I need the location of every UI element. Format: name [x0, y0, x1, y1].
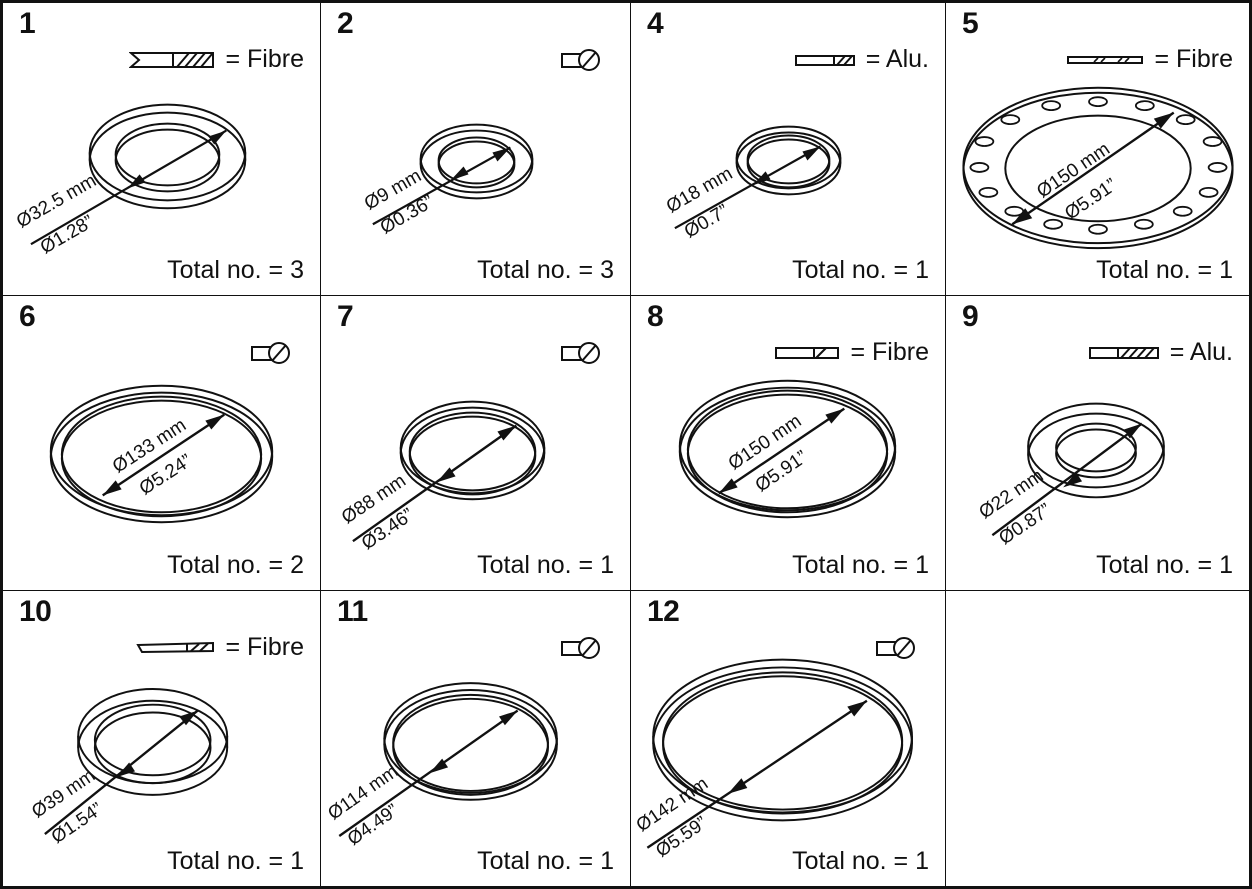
o-ring-cord-icon [560, 340, 604, 366]
part-number: 10 [19, 595, 52, 628]
part-cell[interactable]: 10 = Fibre [3, 591, 321, 886]
parts-grid: 1 = Fibre [3, 3, 1249, 886]
part-number: 7 [337, 300, 354, 333]
material-legend: = Fibre [129, 47, 304, 72]
part-number: 11 [337, 595, 368, 628]
dim-in: Ø5.24” [136, 450, 196, 499]
o-ring-cord-icon [250, 340, 294, 366]
dim-in: Ø1.28” [37, 211, 98, 258]
part-cell[interactable]: 8 = Fibre [631, 296, 946, 591]
part-cell[interactable]: 6 [3, 296, 321, 591]
material-legend [560, 47, 614, 73]
dim-mm: Ø18 mm [663, 163, 736, 217]
material-label: = Fibre [225, 45, 304, 73]
material-label: = Fibre [850, 338, 929, 366]
part-number: 4 [647, 7, 664, 40]
dim-in: Ø1.54” [47, 798, 106, 847]
dim-in: Ø0.87” [995, 500, 1055, 550]
material-label: = Fibre [225, 633, 304, 661]
total-count: Total no. = 1 [1096, 551, 1233, 579]
total-count: Total no. = 1 [477, 551, 614, 579]
dim-mm: Ø9 mm [361, 165, 425, 214]
thin-bar-hatched-icon [794, 51, 856, 69]
dim-in: Ø5.91” [1061, 175, 1121, 225]
thin-bar-hatched-icon [774, 344, 840, 362]
dim-mm: Ø142 mm [632, 772, 711, 835]
part-number: 9 [962, 300, 979, 333]
total-count: Total no. = 1 [167, 847, 304, 875]
o-ring-cord-icon [875, 635, 919, 661]
total-count: Total no. = 3 [167, 256, 304, 284]
tapered-sheet-icon [135, 639, 215, 657]
part-cell[interactable]: 7 [321, 296, 631, 591]
total-count: Total no. = 1 [1096, 256, 1233, 284]
part-number: 5 [962, 7, 979, 40]
part-number: 8 [647, 300, 664, 333]
material-legend [560, 635, 614, 661]
dim-in: Ø5.59” [652, 812, 711, 861]
empty-cell [946, 591, 1249, 886]
dim-mm: Ø150 mm [1033, 139, 1114, 203]
o-ring-cord-icon [560, 47, 604, 73]
part-cell[interactable]: 2 [321, 3, 631, 296]
dim-in: Ø3.46” [358, 505, 418, 555]
flat-gasket-hatched-icon [1088, 344, 1160, 362]
dim-mm: Ø133 mm [109, 415, 190, 478]
dim-mm: Ø32.5 mm [13, 170, 100, 232]
dim-mm: Ø150 mm [725, 411, 806, 475]
material-label: = Alu. [865, 45, 929, 73]
flat-sheet-icon [1066, 53, 1144, 67]
part-cell[interactable]: 11 [321, 591, 631, 886]
dim-mm: Ø88 mm [338, 470, 410, 528]
part-cell[interactable]: 5 = Fibre [946, 3, 1249, 296]
part-cell[interactable]: 12 [631, 591, 946, 886]
dim-in: Ø0.36” [377, 191, 438, 238]
part-cell[interactable]: 4 = Alu. [631, 3, 946, 296]
total-count: Total no. = 1 [792, 256, 929, 284]
material-legend [250, 340, 304, 366]
part-number: 12 [647, 595, 680, 628]
material-legend: = Fibre [774, 340, 929, 365]
total-count: Total no. = 2 [167, 551, 304, 579]
material-legend: = Alu. [1088, 340, 1233, 365]
material-legend: = Fibre [135, 635, 304, 660]
o-ring-cord-icon [560, 635, 604, 661]
material-legend: = Fibre [1066, 47, 1233, 72]
dim-mm: Ø114 mm [324, 760, 402, 823]
total-count: Total no. = 1 [477, 847, 614, 875]
dim-in: Ø4.49” [343, 799, 402, 849]
total-count: Total no. = 1 [792, 847, 929, 875]
part-number: 6 [19, 300, 36, 333]
total-count: Total no. = 3 [477, 256, 614, 284]
part-cell[interactable]: 1 = Fibre [3, 3, 321, 296]
dim-mm: Ø39 mm [28, 764, 99, 821]
material-legend [875, 635, 929, 661]
dim-in: Ø0.7” [681, 201, 732, 243]
part-cell[interactable]: 9 = Alu. [946, 296, 1249, 591]
material-legend [560, 340, 614, 366]
total-count: Total no. = 1 [792, 551, 929, 579]
part-number: 1 [19, 7, 36, 40]
material-legend: = Alu. [794, 47, 929, 72]
part-number: 2 [337, 7, 354, 40]
material-label: = Fibre [1154, 45, 1233, 73]
dim-mm: Ø22 mm [975, 465, 1047, 523]
material-label: = Alu. [1169, 338, 1233, 366]
dim-in: Ø5.91” [752, 447, 812, 497]
flat-gasket-hatched-icon [129, 49, 215, 71]
